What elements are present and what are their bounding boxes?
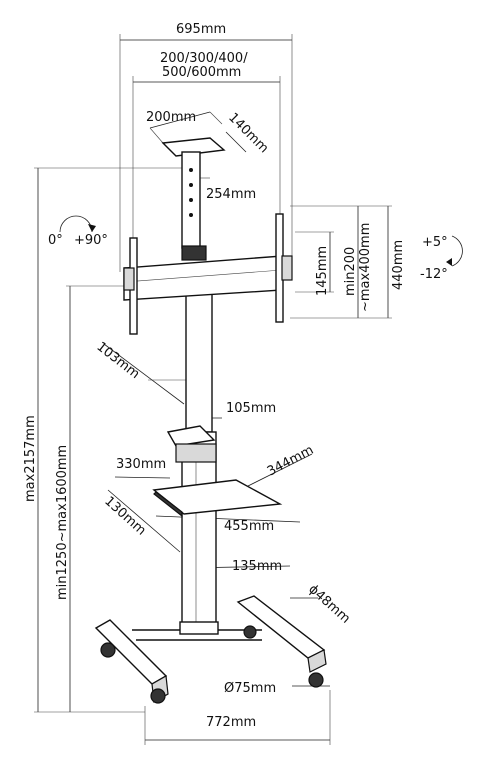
label-130: 130mm bbox=[101, 494, 148, 539]
vesa-mount bbox=[123, 213, 293, 335]
label-75: Ø75mm bbox=[224, 681, 276, 696]
label-330: 330mm bbox=[116, 457, 166, 472]
lower-shelf bbox=[152, 479, 283, 518]
label-103: 103mm bbox=[94, 339, 143, 382]
rotate-arrow-left-icon bbox=[59, 215, 96, 233]
label-tilt-down: -12° bbox=[420, 267, 448, 282]
label-rot-0: 0° bbox=[48, 233, 63, 248]
label-145: 145mm bbox=[315, 246, 330, 296]
label-440: 440mm bbox=[391, 240, 406, 290]
label-max-height: max2157mm bbox=[23, 415, 38, 502]
label-tilt-up: +5° bbox=[422, 235, 448, 250]
label-772: 772mm bbox=[206, 715, 256, 730]
caster-wheel-icon bbox=[100, 625, 324, 704]
label-140: 140mm bbox=[225, 110, 271, 156]
top-plate bbox=[161, 137, 226, 261]
label-200: 200mm bbox=[146, 110, 196, 125]
label-vesa-range-1: min200 bbox=[343, 247, 358, 296]
dimension-labels: 695mm 200/300/400/ 500/600mm 200mm 140mm… bbox=[23, 22, 448, 730]
upper-shelf bbox=[166, 425, 217, 463]
label-135: 135mm bbox=[232, 559, 282, 574]
label-48: ϕ48mm bbox=[305, 582, 353, 627]
cart-base bbox=[94, 595, 327, 703]
label-rot-90: +90° bbox=[74, 233, 108, 248]
label-254: 254mm bbox=[206, 187, 256, 202]
label-vesa-2: 500/600mm bbox=[162, 65, 241, 80]
tilt-arrow-right-icon bbox=[446, 235, 463, 267]
label-455: 455mm bbox=[224, 519, 274, 534]
label-344: 344mm bbox=[265, 443, 316, 480]
label-695: 695mm bbox=[176, 22, 226, 37]
column bbox=[179, 285, 219, 635]
label-vesa-range-2: ~max400mm bbox=[358, 223, 373, 312]
label-105: 105mm bbox=[226, 401, 276, 416]
label-vesa-1: 200/300/400/ bbox=[160, 51, 248, 66]
dimension-lines bbox=[34, 34, 392, 745]
label-height-range: min1250~max1600mm bbox=[55, 445, 70, 600]
